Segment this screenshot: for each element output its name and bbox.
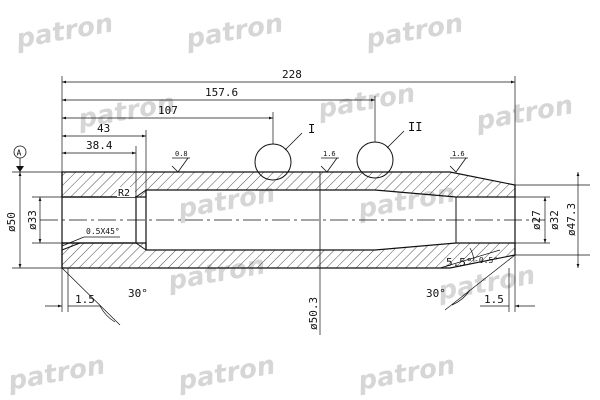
step-line (135, 189, 147, 198)
dim-38-4: 38.4 (86, 139, 113, 152)
watermark: patron (183, 8, 285, 55)
roughness-2: 1.6 (323, 150, 336, 158)
datum-marker: A (13, 145, 27, 172)
angle-left: 30° (128, 287, 148, 300)
annotations: 30° 30° 5.5° -0.5° 0.5X45° R2 (61, 187, 516, 326)
radius-note: R2 (118, 188, 130, 199)
dim-dia-47-3: ø47.3 (565, 203, 578, 236)
detail-label-2: II (408, 120, 422, 134)
roughness-symbols: 0.8 1.6 1.6 (171, 150, 468, 173)
horizontal-dimensions (45, 76, 535, 312)
dim-157-6: 157.6 (205, 86, 238, 99)
dim-right-chamfer: 1.5 (484, 293, 504, 306)
taper-tolerance: -0.5° (474, 256, 498, 265)
watermark: patron (315, 78, 417, 125)
watermark: patron (175, 350, 277, 397)
vertical-dimensions (12, 171, 590, 335)
part-section (40, 171, 545, 269)
inner-chamfer (61, 242, 81, 251)
chamfer-note: 0.5X45° (86, 227, 120, 236)
watermark: patron (355, 350, 457, 397)
dim-dia-50: ø50 (5, 212, 18, 232)
dim-dia-32: ø32 (548, 210, 561, 230)
watermark: patron (363, 8, 465, 55)
dim-43: 43 (97, 122, 110, 135)
watermark: patron (5, 350, 107, 397)
detail-markers: I II (254, 120, 422, 181)
roughness-1: 0.8 (175, 150, 188, 158)
roughness-3: 1.6 (452, 150, 465, 158)
dim-dia-27: ø27 (530, 210, 543, 230)
datum-label: A (17, 149, 22, 158)
taper-angle: 5.5° (446, 256, 473, 269)
detail-label-1: I (308, 122, 315, 136)
dim-107: 107 (158, 104, 178, 117)
watermark: patron (13, 8, 115, 55)
horizontal-dimension-text: 228 157.6 107 43 38.4 1.5 1.5 (75, 68, 504, 306)
dim-dia-33: ø33 (26, 210, 39, 230)
vertical-dimension-text: ø50 ø33 ø27 ø32 ø47.3 ø50.3 (5, 203, 578, 330)
watermark: patron (473, 90, 575, 137)
step-line (135, 242, 147, 251)
watermark-layer: patron patron patron patron patron patro… (5, 8, 575, 397)
dim-overall-length: 228 (282, 68, 302, 81)
dim-left-chamfer: 1.5 (75, 293, 95, 306)
dim-dia-50-3: ø50.3 (307, 297, 320, 330)
angle-right: 30° (426, 287, 446, 300)
